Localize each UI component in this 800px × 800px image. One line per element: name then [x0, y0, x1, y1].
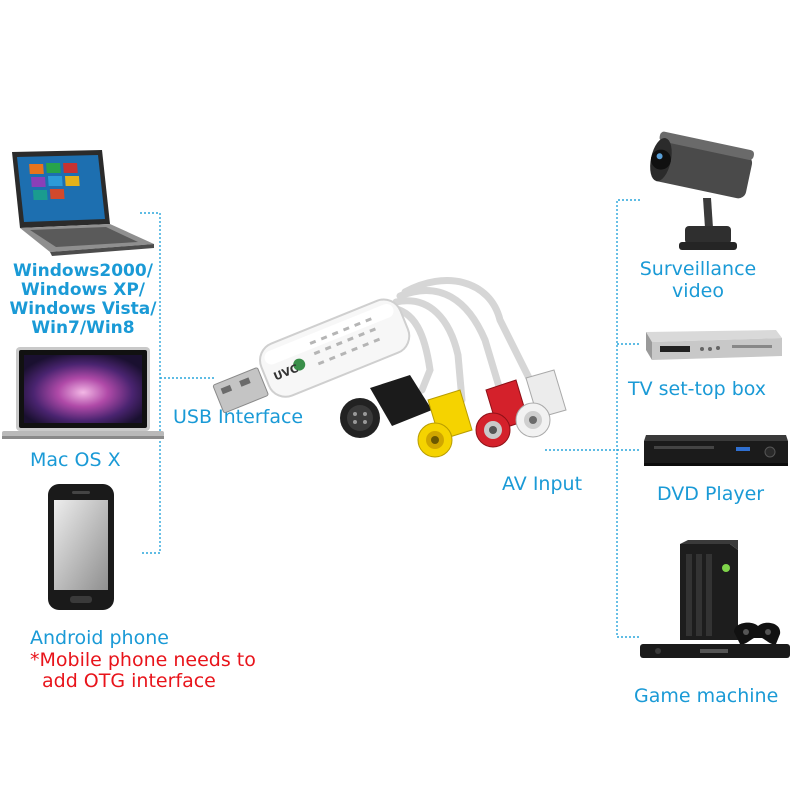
- otg-note-line-2: add OTG interface: [42, 670, 216, 692]
- cable-red: [396, 287, 504, 394]
- windows-os-label: Windows2000/ Windows XP/ Windows Vista/ …: [8, 262, 158, 338]
- rca-yellow-connector: [417, 389, 473, 458]
- cable-yellow: [392, 297, 466, 404]
- game-machine-label: Game machine: [634, 685, 779, 707]
- svideo-connector: [340, 375, 432, 438]
- cable-white: [401, 277, 534, 384]
- set-top-box-label: TV set-top box: [628, 378, 767, 400]
- android-phone-icon: [46, 482, 116, 612]
- surveillance-label: Surveillance video: [628, 258, 768, 302]
- set-top-box-icon: [642, 328, 784, 364]
- right-bracket-line: [616, 199, 640, 638]
- rca-white-connector: [515, 369, 567, 438]
- windows-os-line: Windows Vista/: [9, 299, 157, 319]
- macbook-icon: [2, 345, 164, 440]
- android-phone-label: Android phone: [30, 627, 169, 649]
- mac-os-label: Mac OS X: [30, 449, 121, 471]
- game-console-icon: [640, 540, 790, 670]
- usb-interface-label: USB Interface: [173, 406, 304, 428]
- left-bracket-line: [140, 212, 161, 554]
- otg-note-line-1: *Mobile phone needs to: [30, 649, 256, 671]
- surveillance-line: video: [672, 280, 724, 302]
- windows-os-line: Win7/Win8: [31, 318, 135, 338]
- usb-capture-device: UVC: [200, 240, 580, 470]
- windows-os-line: Windows2000/: [13, 261, 153, 281]
- usb-plug: [212, 367, 269, 414]
- windows-os-line: Windows XP/: [20, 280, 146, 300]
- dvd-player-label: DVD Player: [657, 483, 765, 505]
- device-housing: UVC: [259, 298, 411, 398]
- windows-laptop-icon: [6, 148, 156, 256]
- security-camera-icon: [645, 128, 755, 256]
- dvd-player-icon: [640, 433, 790, 467]
- surveillance-line: Surveillance: [639, 258, 757, 280]
- av-input-label: AV Input: [502, 473, 583, 495]
